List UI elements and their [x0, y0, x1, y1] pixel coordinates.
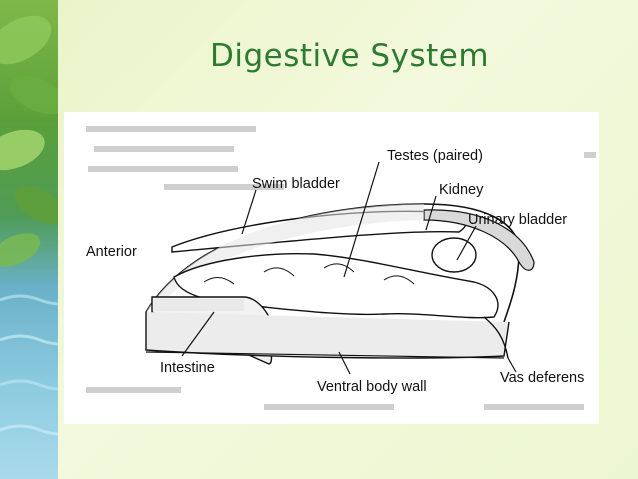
kidney-shape [423, 209, 535, 271]
label-swim-bladder: Swim bladder [252, 176, 340, 192]
vas-deferens-duct [483, 316, 509, 359]
label-testes: Testes (paired) [387, 148, 483, 164]
leader-lines [181, 161, 517, 375]
label-vas-deferens: Vas deferens [500, 370, 584, 386]
leader-kidney [425, 195, 437, 231]
leader-urinary-bladder [456, 225, 477, 261]
urinary-bladder-shape [431, 237, 477, 273]
label-anterior: Anterior [86, 244, 137, 260]
testes-lobes [203, 263, 415, 285]
slide-title: Digestive System [210, 38, 490, 74]
background-text-bleed [86, 126, 596, 410]
label-urinary-bladder: Urinary bladder [468, 212, 567, 228]
leader-intestine [181, 311, 215, 357]
decorative-leaf-water-strip [0, 0, 81, 479]
leader-vas-deferens [507, 357, 517, 373]
intestine-stipple [154, 299, 244, 311]
ventral-wall-line [145, 351, 505, 359]
leader-ventral-body-wall [338, 351, 351, 375]
leader-testes [343, 161, 380, 278]
label-kidney: Kidney [439, 182, 484, 198]
ventral-body-wall [145, 312, 510, 359]
leaf-image [0, 15, 81, 436]
fish-anatomy-figure: Testes (paired) Swim bladder Kidney Urin… [64, 112, 599, 424]
body-cavity-shading [146, 204, 424, 312]
fish-anatomy-diagram: Testes (paired) Swim bladder Kidney Urin… [86, 126, 596, 410]
label-ventral-body-wall: Ventral body wall [317, 379, 427, 395]
label-intestine: Intestine [160, 360, 215, 376]
leader-swim-bladder [241, 189, 257, 235]
